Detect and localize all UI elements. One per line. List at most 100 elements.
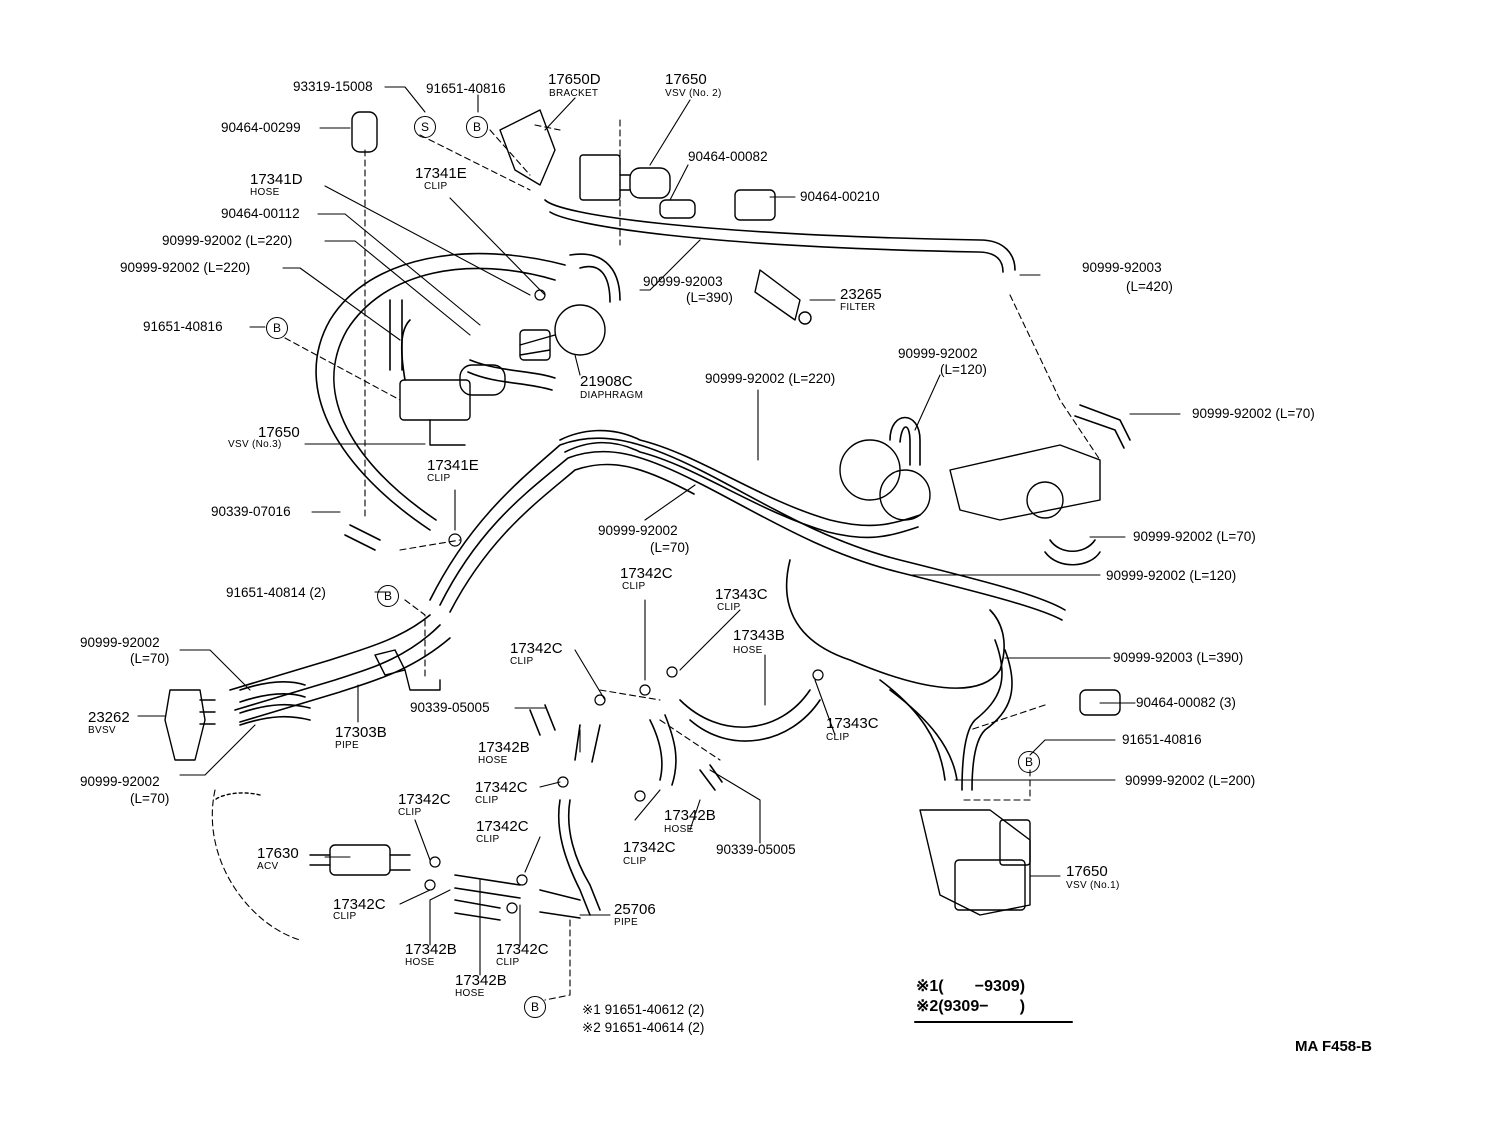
part-90999-92002-l220-a: 90999-92002 (L=220) [162,233,293,248]
part-90999-92002-l70-left-top: 90999-92002 [80,635,160,650]
part-90999-92002-l70-left-top-len: (L=70) [130,651,170,666]
circle-s-marker: S [414,116,436,138]
part-17303b: 17303B [335,724,387,741]
diagram-code: MA F458-B [1295,1038,1372,1055]
part-17342c-b: 17342C [510,640,563,657]
part-91651-40814: 91651-40814 (2) [226,585,326,600]
part-17630: 17630 [257,845,299,862]
part-90339-07016: 90339-07016 [211,504,291,519]
part-17341d: 17341D [250,171,303,188]
part-17342c-h: 17342C [496,941,549,958]
part-17341e-top: 17341E [415,165,467,182]
part-25706: 25706 [614,901,656,918]
part-17343c-b: 17343C [826,715,879,732]
part-90999-92002-l70-center-len: (L=70) [650,540,690,555]
part-17342c-c-desc: CLIP [475,795,499,806]
circle-b-marker-mid: B [377,585,399,607]
part-17342b-c: 17342B [405,941,457,958]
part-90999-92002-l70-right2: 90999-92002 (L=70) [1133,529,1256,544]
part-17342c-e: 17342C [476,818,529,835]
hose-outlines [229,199,1131,921]
part-90464-00299: 90464-00299 [221,120,301,135]
part-91651-40816-top: 91651-40816 [426,81,506,96]
part-17342c-e-desc: CLIP [476,834,500,845]
clip-marks [424,289,824,914]
part-90464-00082-3: 90464-00082 (3) [1136,695,1236,710]
part-17343c-b-desc: CLIP [826,732,850,743]
part-90339-05005-b: 90339-05005 [716,842,796,857]
part-17342c-d-desc: CLIP [398,807,422,818]
part-17630-desc: ACV [257,861,279,872]
part-17342c-c: 17342C [475,779,528,796]
part-17342c-d: 17342C [398,791,451,808]
part-17650-vsv2-desc: VSV (No. 2) [665,88,722,99]
part-90999-92003-l390: 90999-92003 (L=390) [1113,650,1244,665]
leader-lines [137,86,1181,976]
part-90464-00112: 90464-00112 [221,206,300,221]
part-90999-92002-l220-c: 90999-92002 (L=220) [705,371,836,386]
part-17342b-b: 17342B [664,807,716,824]
circle-b-marker-left: B [266,317,288,339]
part-17342c-a: 17342C [620,565,673,582]
part-90999-92002-l220-b: 90999-92002 (L=220) [120,260,251,275]
part-17650-vsv1: 17650 [1066,863,1108,880]
part-17342c-f: 17342C [623,839,676,856]
circle-b-marker-top: B [466,116,488,138]
legend-line-1: ※1( −9309) [916,978,1026,995]
part-90999-92002-l70-right: 90999-92002 (L=70) [1192,406,1315,421]
part-90999-92003-l390-top-len: (L=390) [686,290,733,305]
part-23265: 23265 [840,286,882,303]
circle-b-marker-bottom: B [524,996,546,1018]
part-90464-00082: 90464-00082 [688,149,768,164]
part-17650d-desc: BRACKET [549,88,599,99]
part-17650-vsv2: 17650 [665,71,707,88]
part-23262: 23262 [88,709,130,726]
part-17342b-a-desc: HOSE [478,755,508,766]
part-90999-92002-l70-center: 90999-92002 [598,523,678,538]
part-17342c-b-desc: CLIP [510,656,534,667]
part-25706-desc: PIPE [614,917,638,928]
part-17343b-desc: HOSE [733,645,763,656]
part-90999-92002-l200: 90999-92002 (L=200) [1125,773,1256,788]
part-93319-15008: 93319-15008 [293,79,373,94]
part-21908c: 21908C [580,373,633,390]
part-17342b-d: 17342B [455,972,507,989]
part-17342c-g: 17342C [333,896,386,913]
part-21908c-desc: DIAPHRAGM [580,390,644,401]
part-90999-92002-l120: 90999-92002 (L=120) [1106,568,1237,583]
part-17341e-mid: 17341E [427,457,479,474]
part-17342b-b-desc: HOSE [664,824,694,835]
part-17342c-h-desc: CLIP [496,957,520,968]
part-17342b-c-desc: HOSE [405,957,435,968]
part-90999-92003-l420: 90999-92003 [1082,260,1162,275]
part-17342c-g-desc: CLIP [333,911,357,922]
part-90339-05005-a: 90339-05005 [410,700,490,715]
circle-b-marker-right: B [1018,751,1040,773]
part-90999-92003-l420-len: (L=420) [1126,279,1173,294]
part-17343b: 17343B [733,627,785,644]
part-90464-00210: 90464-00210 [800,189,880,204]
part-23262-desc: BVSV [88,725,116,736]
part-23265-desc: FILTER [840,302,876,313]
part-17342c-a-desc: CLIP [622,581,646,592]
part-17343c-a: 17343C [715,586,768,603]
part-17650-vsv1-desc: VSV (No.1) [1066,880,1120,891]
part-90999-92002-l120-top-len: (L=120) [940,362,987,377]
part-91651-40614: ※2 91651-40614 (2) [582,1020,705,1035]
part-17341d-desc: HOSE [250,187,280,198]
part-90999-92002-l70-left-bottom: 90999-92002 [80,774,160,789]
part-90999-92003-l390-top: 90999-92003 [643,274,723,289]
part-91651-40816-left: 91651-40816 [143,319,223,334]
part-17341e-top-desc: CLIP [424,181,448,192]
part-91651-40612: ※1 91651-40612 (2) [582,1002,705,1017]
part-90999-92002-l70-left-bottom-len: (L=70) [130,791,170,806]
part-17303b-desc: PIPE [335,740,359,751]
part-17342b-a: 17342B [478,739,530,756]
part-90999-92002-l120-top: 90999-92002 [898,346,978,361]
part-17341e-mid-desc: CLIP [427,473,451,484]
component-outlines [164,109,1121,916]
dashed-lines [211,119,1101,1001]
part-17650-vsv3-desc: VSV (No.3) [228,439,282,450]
